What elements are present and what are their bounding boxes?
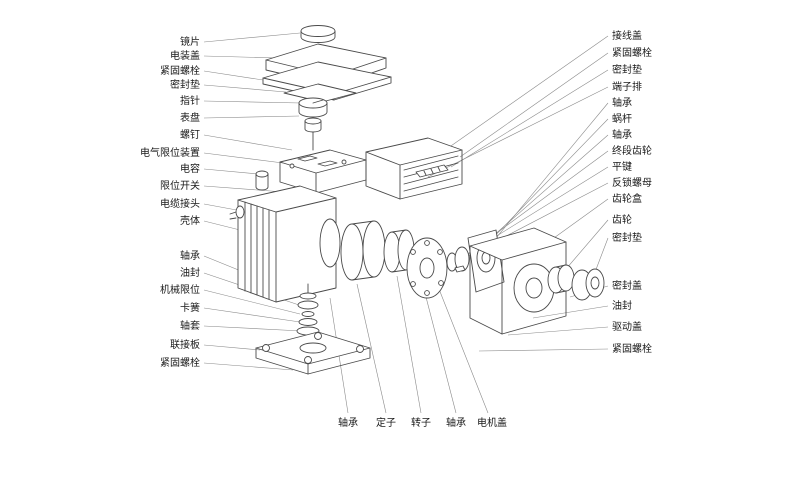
part-gearbox bbox=[469, 227, 567, 335]
label-gearbox: 齿轮盒 bbox=[612, 192, 642, 205]
label-lens: 镜片 bbox=[180, 35, 200, 48]
label-limit-switch: 限位开关 bbox=[160, 179, 200, 192]
label-seal-gasket-left: 密封垫 bbox=[170, 78, 200, 91]
exploded-actuator-drawing bbox=[229, 25, 605, 375]
label-screw: 螺钉 bbox=[180, 129, 200, 141]
label-housing: 壳体 bbox=[180, 214, 200, 227]
label-bearing-bottom-1: 轴承 bbox=[338, 416, 358, 429]
part-limit-device bbox=[279, 149, 367, 194]
part-gear bbox=[547, 264, 575, 294]
label-seal-cover: 密封盖 bbox=[612, 279, 642, 292]
part-terminal-strip bbox=[415, 164, 449, 178]
part-stator bbox=[340, 220, 386, 281]
label-drive-cover: 驱动盖 bbox=[612, 320, 642, 333]
label-fastening-bolt-top-right: 紧固螺栓 bbox=[612, 46, 652, 59]
label-fastening-bolt-top-left: 紧固螺栓 bbox=[160, 64, 200, 77]
part-cable-gland bbox=[229, 205, 245, 220]
label-connecting-plate: 联接板 bbox=[170, 338, 200, 351]
part-dial-assembly bbox=[298, 97, 328, 151]
part-housing bbox=[237, 185, 341, 303]
label-bearing-left: 轴承 bbox=[180, 249, 200, 262]
label-flat-key: 平键 bbox=[612, 160, 632, 173]
label-fastening-bolt-bottom-right: 紧固螺栓 bbox=[612, 342, 652, 355]
label-stator: 定子 bbox=[376, 416, 396, 429]
labels: 镜片 电装盖 紧固螺栓 密封垫 指针 表盘 螺钉 电气限位装置 电容 限位开关 … bbox=[140, 29, 652, 429]
label-electric-cover: 电装盖 bbox=[170, 49, 200, 62]
label-circlip: 卡簧 bbox=[180, 301, 200, 314]
label-seal-gasket-right-top: 密封垫 bbox=[612, 63, 642, 76]
label-cable-connector: 电缆接头 bbox=[160, 197, 200, 210]
label-gear: 齿轮 bbox=[612, 213, 632, 226]
label-oil-seal-right: 油封 bbox=[612, 299, 632, 312]
label-motor-cover: 电机盖 bbox=[477, 416, 507, 429]
part-wiring-cover bbox=[365, 137, 463, 200]
label-fastening-bolt-bottom-left: 紧固螺栓 bbox=[160, 356, 200, 369]
part-seal-cover-discs bbox=[571, 268, 605, 301]
label-capacitor: 电容 bbox=[180, 162, 200, 175]
part-base-plate bbox=[255, 331, 371, 375]
part-shaft-stack bbox=[296, 283, 320, 336]
label-wiring-cover: 接线盖 bbox=[612, 29, 642, 42]
label-electric-limit-device: 电气限位装置 bbox=[140, 146, 200, 159]
label-dial: 表盘 bbox=[180, 111, 200, 124]
part-electric-cover bbox=[262, 43, 392, 101]
part-capacitor bbox=[255, 170, 269, 191]
label-mechanical-limit: 机械限位 bbox=[160, 283, 200, 296]
label-seal-gasket-right-mid: 密封垫 bbox=[612, 231, 642, 244]
label-pointer: 指针 bbox=[180, 94, 200, 107]
label-locknut: 反锁螺母 bbox=[612, 176, 652, 189]
part-motor-cover-flange bbox=[406, 237, 448, 299]
label-final-gear: 终段齿轮 bbox=[612, 144, 652, 157]
label-bearing-right-2: 轴承 bbox=[612, 128, 632, 141]
label-shaft-sleeve: 轴套 bbox=[180, 319, 200, 332]
label-rotor: 转子 bbox=[411, 416, 431, 429]
label-bearing-right-1: 轴承 bbox=[612, 96, 632, 109]
label-bearing-bottom-2: 轴承 bbox=[446, 416, 466, 429]
label-oil-seal-left: 油封 bbox=[180, 266, 200, 279]
part-lens-knob bbox=[300, 25, 336, 43]
label-worm: 蜗杆 bbox=[612, 113, 632, 125]
label-terminal-block: 端子排 bbox=[612, 80, 642, 93]
